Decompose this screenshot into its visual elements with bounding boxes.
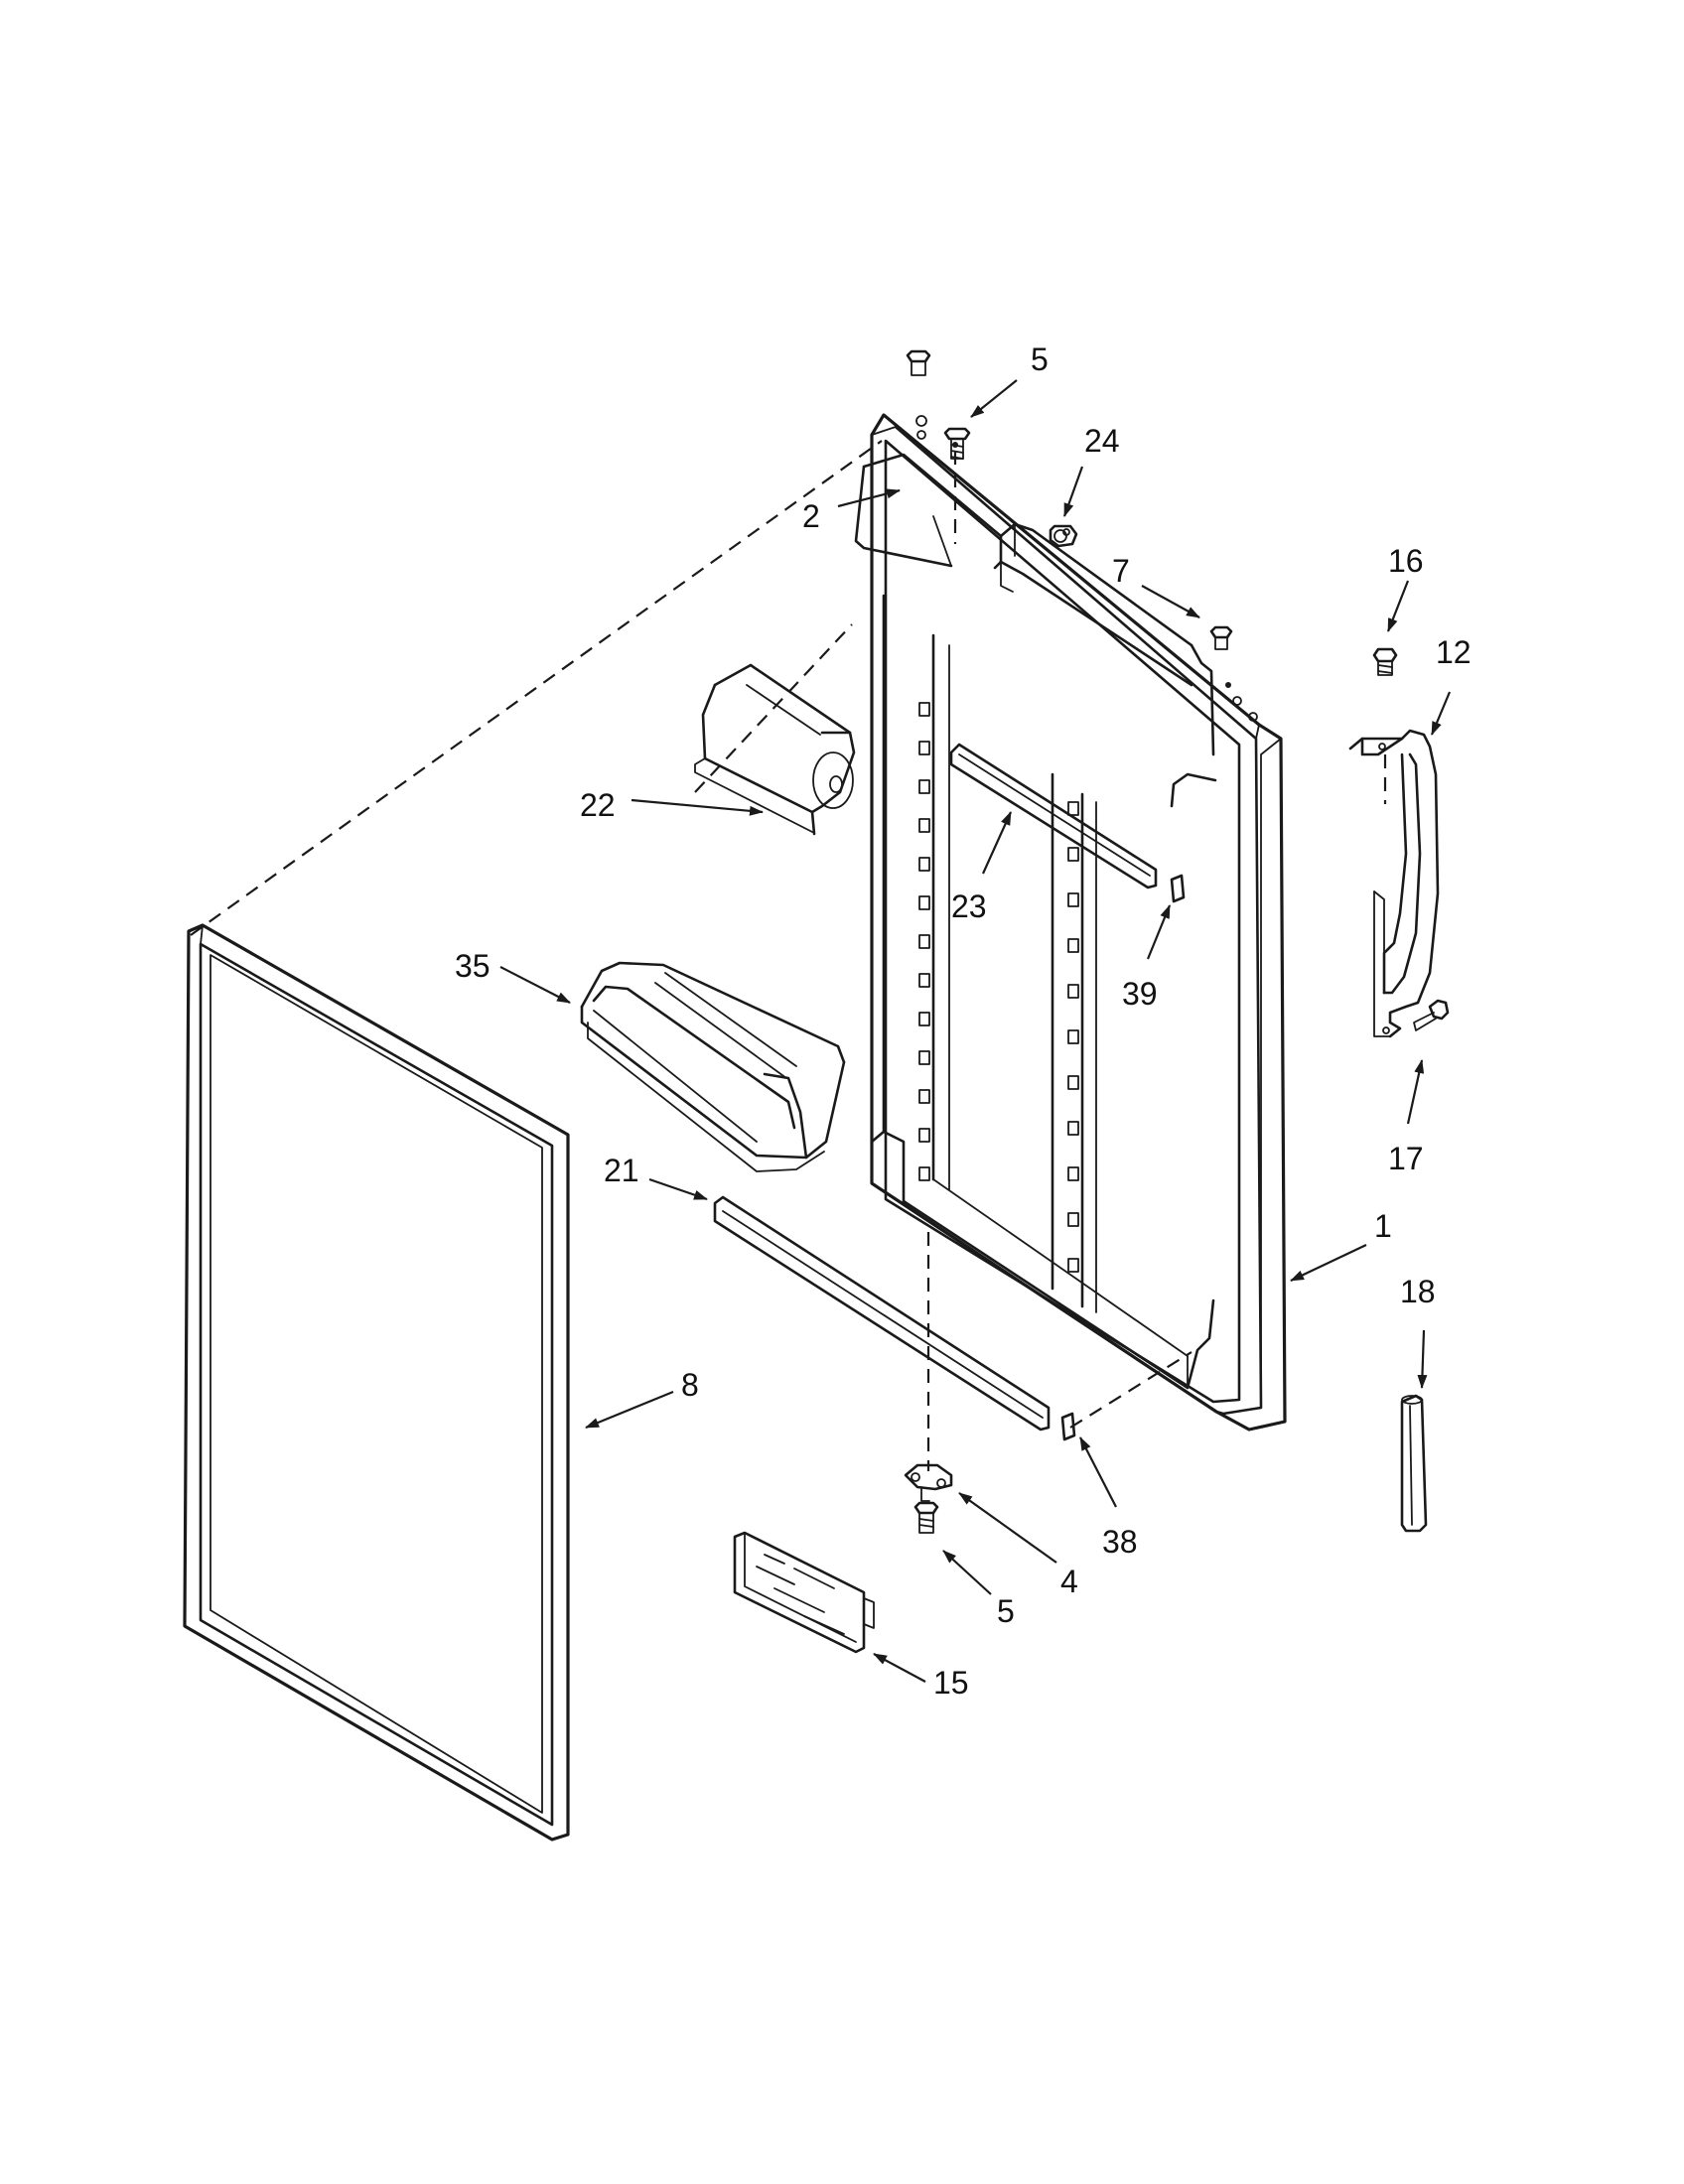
door-liner <box>854 413 1287 1432</box>
plug-button <box>906 349 931 376</box>
lower-hinge <box>904 1463 953 1502</box>
lower-shelf-trim <box>713 1195 1051 1432</box>
callout-16: 16 <box>1388 543 1424 579</box>
callout-15: 15 <box>933 1665 969 1701</box>
callout-18: 18 <box>1400 1274 1436 1309</box>
door-gasket <box>183 923 570 1842</box>
callout-1: 1 <box>1374 1208 1392 1244</box>
callout-4: 4 <box>1060 1564 1078 1599</box>
plug-button-right <box>1209 625 1233 650</box>
callout-39: 39 <box>1122 976 1158 1012</box>
door-handle <box>1348 729 1440 1038</box>
handle-trim <box>1400 1394 1428 1533</box>
callout-21: 21 <box>604 1153 639 1188</box>
assembly-lines <box>190 440 1387 1471</box>
callout-5-bottom: 5 <box>997 1593 1015 1629</box>
dairy-bin-cover <box>694 663 856 836</box>
callout-7: 7 <box>1112 553 1130 589</box>
screw-top-hinge <box>943 427 971 460</box>
callout-17: 17 <box>1388 1141 1424 1176</box>
callout-38: 38 <box>1102 1524 1138 1560</box>
hinge-cap <box>1049 524 1078 548</box>
callout-8: 8 <box>681 1367 699 1403</box>
callout-22: 22 <box>580 787 616 823</box>
screw-bottom-hinge <box>913 1501 939 1534</box>
hinge-cover <box>733 1531 875 1654</box>
callout-labels: 5 24 2 7 16 12 22 23 39 35 17 21 1 18 8 … <box>455 341 1472 1701</box>
handle-screw-bottom <box>1413 999 1450 1031</box>
callout-12: 12 <box>1436 634 1472 670</box>
callout-5-top: 5 <box>1031 341 1049 377</box>
lower-trim-clip <box>1060 1412 1076 1441</box>
upper-shelf-trim <box>949 743 1158 889</box>
handle-screw-top <box>1372 647 1398 676</box>
callout-2: 2 <box>802 498 820 534</box>
callout-24: 24 <box>1084 423 1120 459</box>
shelf-trim-clip <box>1170 874 1186 903</box>
door-bin <box>580 961 846 1172</box>
callout-35: 35 <box>455 948 491 984</box>
callout-23: 23 <box>951 888 987 924</box>
leader-lines <box>499 379 1452 1683</box>
